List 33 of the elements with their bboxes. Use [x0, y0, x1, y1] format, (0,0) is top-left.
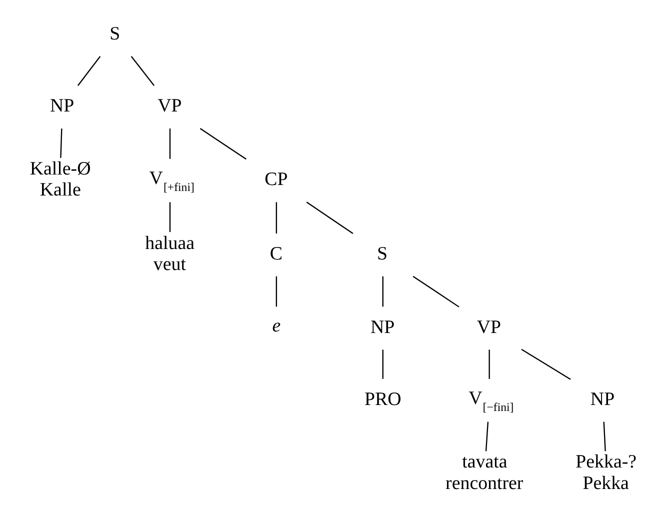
connector	[276, 202, 278, 234]
connector	[382, 276, 384, 306]
connector	[169, 202, 171, 232]
node-text: CP	[264, 168, 288, 190]
node-text: NP	[370, 316, 395, 338]
node-text: S	[110, 23, 120, 44]
connector	[60, 128, 62, 158]
node-text: VP	[476, 316, 502, 338]
node-text: tavata rencontrer	[446, 451, 524, 494]
connector	[77, 56, 101, 86]
node-text: haluaa veut	[145, 232, 194, 275]
connector	[130, 56, 155, 86]
connector	[306, 201, 354, 234]
node-text: NP	[50, 95, 74, 116]
node-text: C	[270, 242, 283, 264]
node-text: NP	[590, 388, 615, 410]
node-text: S	[376, 242, 388, 264]
connector	[200, 128, 246, 160]
connector	[603, 421, 606, 451]
connector	[488, 349, 490, 378]
connector	[382, 349, 384, 378]
node-text: V$_{[−fini]}$	[468, 387, 514, 414]
connector	[412, 275, 460, 307]
node-text: V$_{[+fini]}$	[149, 167, 194, 194]
connector	[485, 421, 489, 451]
node-text: PRO	[364, 388, 402, 410]
connector	[169, 128, 171, 158]
node-text: e	[272, 315, 281, 336]
node-text: VP	[158, 95, 182, 116]
connector	[276, 276, 278, 306]
connector	[521, 348, 571, 380]
node-text: Pekka-? Pekka	[576, 451, 637, 494]
node-text: Kalle-Ø Kalle	[30, 158, 91, 200]
